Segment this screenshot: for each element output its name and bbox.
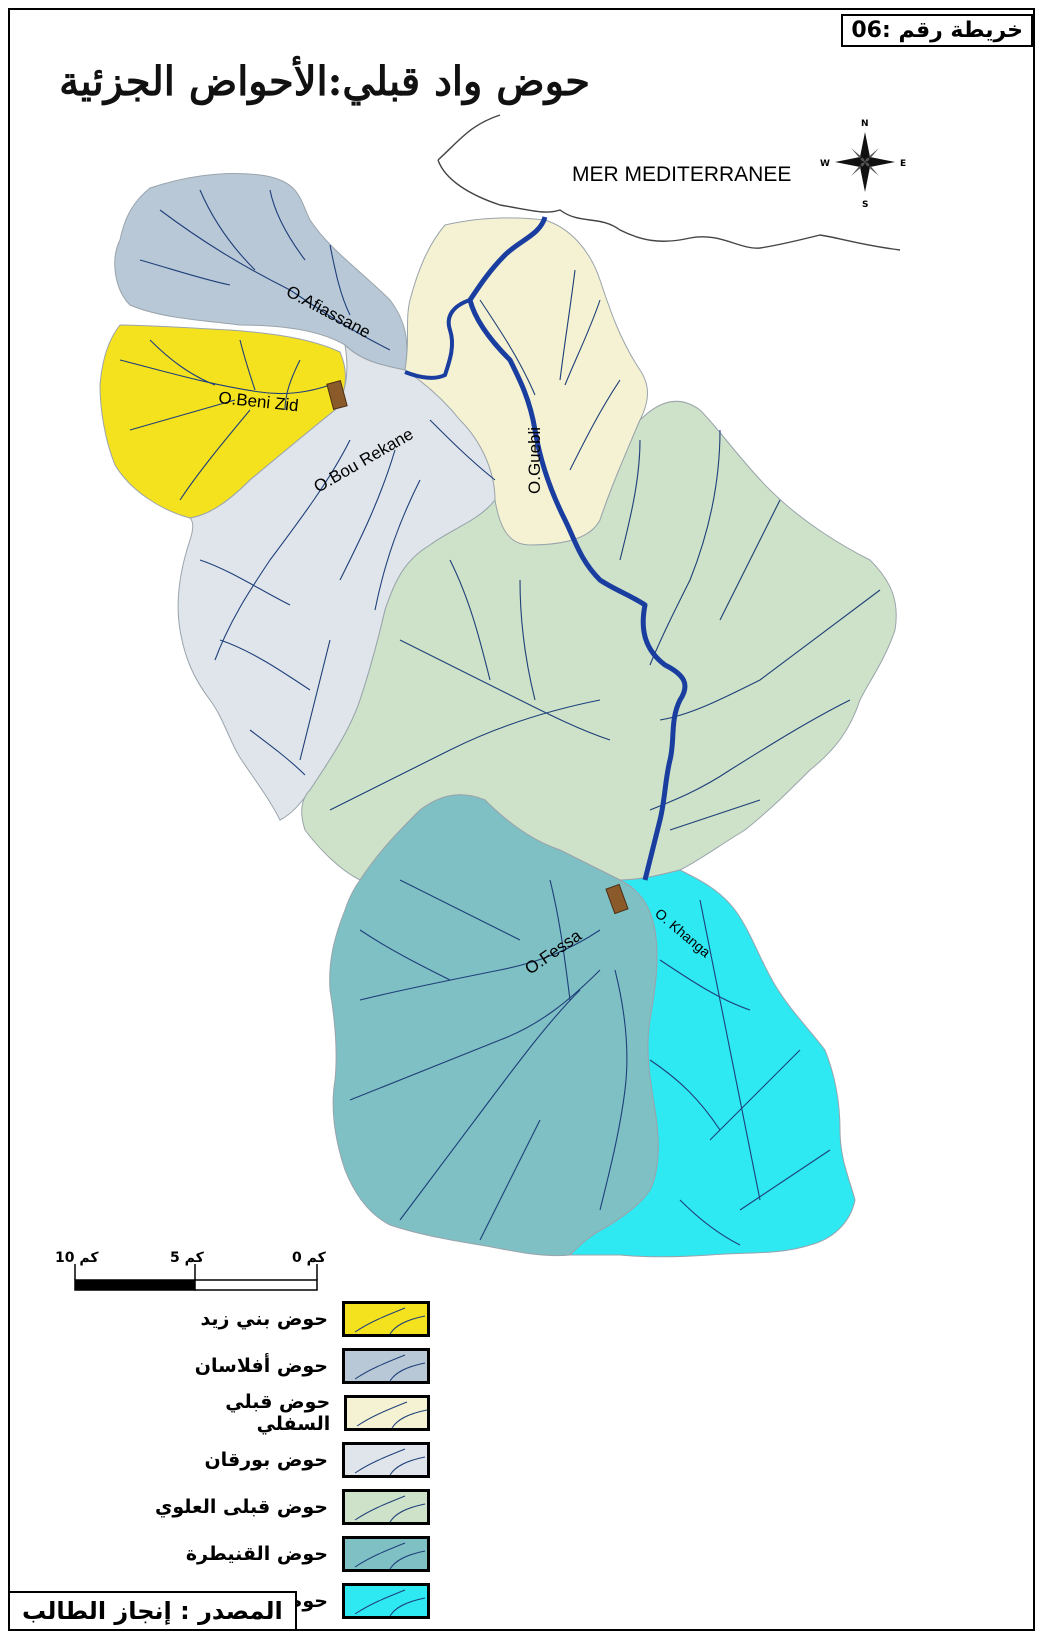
compass-e: E xyxy=(900,159,906,169)
scale-bar: 10 كم 5 كم 0 كم xyxy=(55,1250,327,1291)
legend-item: حوض قبلي السفلي xyxy=(150,1391,430,1435)
legend-swatch xyxy=(344,1395,430,1431)
dam-beni-zid xyxy=(326,380,348,410)
legend-label: حوض قبلى العلوي xyxy=(154,1496,328,1518)
scale-label-0: 0 كم xyxy=(292,1250,327,1266)
swatch-stream-icon xyxy=(354,1542,426,1569)
sea-label: MER MEDITERRANEE xyxy=(572,163,791,186)
source-note: المصدر : إنجاز الطالب xyxy=(10,1591,297,1629)
legend-label: حوض قبلي السفلي xyxy=(225,1391,331,1435)
stream-network xyxy=(119,189,881,1246)
legend-item: حوض بني زيد xyxy=(150,1300,430,1338)
compass-s: S xyxy=(862,200,868,210)
swatch-stream-icon xyxy=(354,1354,426,1381)
legend-swatch xyxy=(342,1348,430,1384)
legend-item: حوض القنيطرة xyxy=(150,1535,430,1573)
legend: حوض بني زيد حوض أفلاسان حوض قبلي السفلي … xyxy=(150,1300,430,1629)
legend-label: حوض أفلاسان xyxy=(194,1355,328,1377)
legend-label: حوض بورقان xyxy=(204,1449,328,1471)
scale-label-5: 5 كم xyxy=(170,1250,205,1266)
legend-item: حوض قبلى العلوي xyxy=(150,1488,430,1526)
compass-rose-icon: N S E W xyxy=(820,119,906,210)
basin-khanga xyxy=(568,869,856,1258)
map-number: خريطة رقم :06 xyxy=(841,14,1033,47)
legend-swatch xyxy=(342,1536,430,1572)
legend-swatch xyxy=(342,1442,430,1478)
map-frame xyxy=(8,8,1035,1631)
dam-qnitra xyxy=(605,883,629,915)
legend-label: حوض بني زيد xyxy=(200,1308,328,1330)
swatch-stream-icon xyxy=(356,1401,428,1428)
legend-swatch xyxy=(342,1583,430,1619)
legend-swatch xyxy=(342,1301,430,1337)
legend-swatch xyxy=(342,1489,430,1525)
swatch-stream-icon xyxy=(354,1589,426,1616)
scale-label-10: 10 كم xyxy=(55,1250,99,1266)
label-guebli: O.Guebli xyxy=(525,427,544,494)
map-title: حوض واد قبلي:الأحواض الجزئية xyxy=(59,58,590,105)
swatch-stream-icon xyxy=(354,1495,426,1522)
swatch-stream-icon xyxy=(354,1448,426,1475)
compass-n: N xyxy=(861,119,869,129)
swatch-stream-icon xyxy=(354,1307,426,1334)
legend-item: حوض بورقان xyxy=(150,1441,430,1479)
coastline xyxy=(437,114,901,251)
legend-label: حوض القنيطرة xyxy=(185,1543,328,1565)
river-branch-afiassane xyxy=(404,298,471,380)
legend-item: حوض أفلاسان xyxy=(150,1347,430,1385)
compass-w: W xyxy=(820,159,830,169)
